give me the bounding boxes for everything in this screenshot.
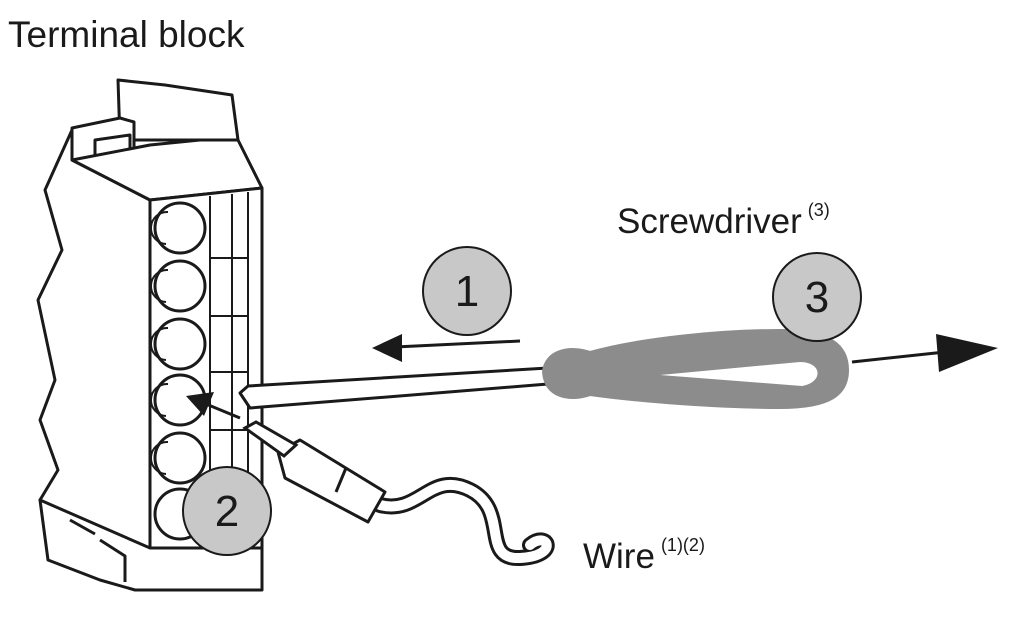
screwdriver-label: Screwdriver(3)	[617, 200, 830, 242]
svg-text:3: 3	[805, 273, 829, 322]
wire-text: Wire	[583, 537, 655, 576]
wire-label: Wire(1)(2)	[583, 535, 705, 577]
arrow-insert-screwdriver	[394, 339, 521, 349]
arrow-insert-wire	[205, 402, 241, 420]
wire-footnote: (1)(2)	[660, 535, 705, 555]
svg-text:2: 2	[215, 487, 239, 536]
terminal-hole	[153, 317, 207, 371]
svg-text:1: 1	[455, 267, 479, 316]
arrow-remove-screwdriver	[851, 350, 946, 364]
terminal-hole	[153, 431, 207, 485]
wire	[242, 420, 555, 566]
step-badge-3: 3	[772, 252, 862, 342]
terminal-hole	[153, 259, 207, 313]
screwdriver-footnote: (3)	[807, 200, 830, 220]
motion-arrows	[186, 334, 998, 420]
terminal-block-label: Terminal block	[8, 14, 244, 56]
screwdriver	[238, 328, 850, 410]
screwdriver-text: Screwdriver	[617, 202, 802, 241]
step-badge-2: 2	[182, 466, 272, 556]
terminal-block-text: Terminal block	[8, 14, 245, 55]
step-badge-1: 1	[422, 246, 512, 336]
terminal-hole	[153, 201, 207, 255]
